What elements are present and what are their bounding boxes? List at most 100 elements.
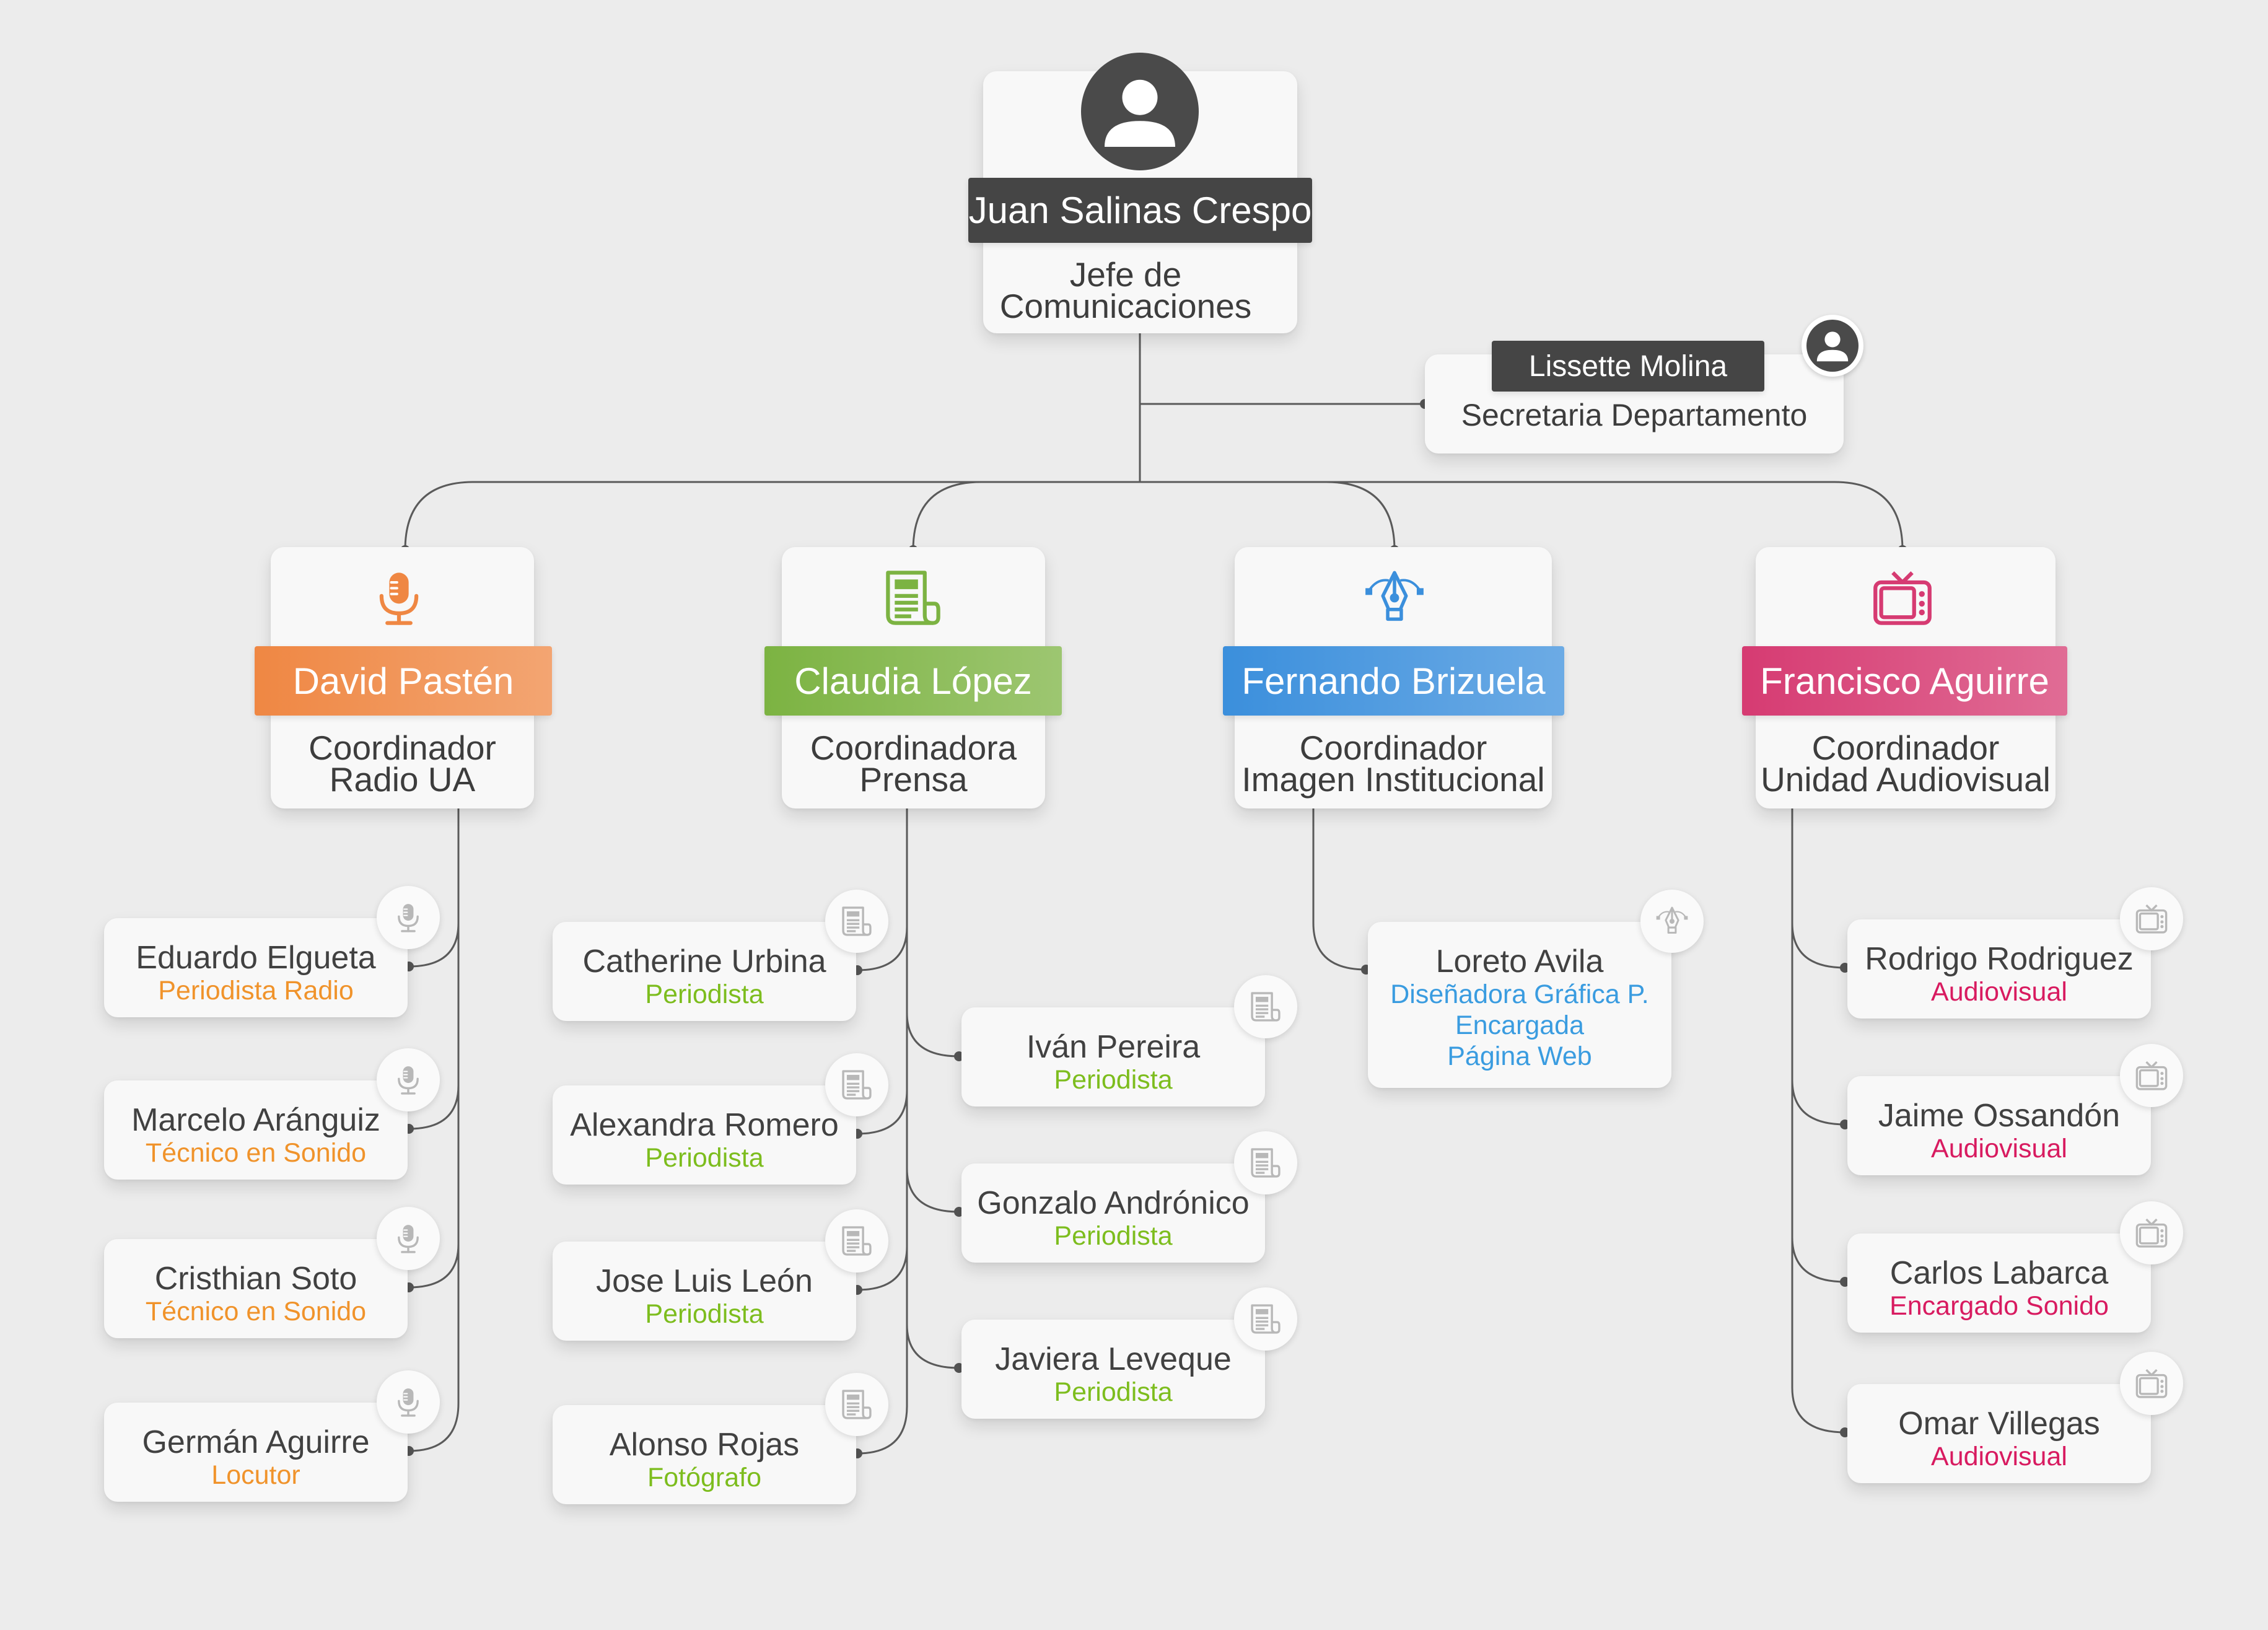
staff-role-line: Audiovisual xyxy=(1931,977,2067,1007)
microphone-icon xyxy=(365,564,433,632)
staff-role: Audiovisual xyxy=(1847,1441,2151,1472)
staff-role: Periodista xyxy=(553,979,856,1010)
staff-role-line: Periodista xyxy=(645,1143,764,1173)
staff-card: Germán Aguirre Locutor xyxy=(104,1403,408,1502)
coordinator-claudia-name: Claudia López xyxy=(794,660,1032,702)
staff-name: Omar Villegas xyxy=(1898,1406,2100,1442)
staff-role-line: Periodista Radio xyxy=(158,976,354,1006)
staff-badge-tv-icon xyxy=(2120,1201,2183,1264)
staff-name: Jose Luis León xyxy=(596,1263,813,1299)
staff-name: Cristhian Soto xyxy=(154,1261,357,1297)
staff-role-line: Periodista xyxy=(1054,1221,1173,1251)
tv-icon xyxy=(1868,564,1937,632)
staff-badge-tv-icon xyxy=(2120,1044,2183,1107)
staff-name: Carlos Labarca xyxy=(1889,1255,2109,1291)
staff-role: Fotógrafo xyxy=(553,1462,856,1493)
staff-name: Eduardo Elgueta xyxy=(136,940,376,976)
coordinator-david-name-band: David Pastén xyxy=(255,646,552,716)
staff-role-line: Fotógrafo xyxy=(647,1463,762,1492)
staff-card: Marcelo Aránguiz Técnico en Sonido xyxy=(104,1080,408,1180)
staff-role: Audiovisual xyxy=(1847,976,2151,1007)
staff-name: Alexandra Romero xyxy=(570,1107,839,1143)
connector-francisco-staff xyxy=(1791,807,1845,1434)
staff-role: Periodista xyxy=(961,1377,1265,1408)
connector-fernando-staff xyxy=(1312,807,1367,971)
coordinator-fernando-title: Coordinador Imagen Institucional xyxy=(1241,729,1545,799)
head-title: Jefe de Comunicaciones xyxy=(999,255,1252,325)
staff-badge-microphone-icon xyxy=(377,1048,440,1111)
staff-role: Periodista xyxy=(553,1299,856,1330)
staff-badge-microphone-icon xyxy=(377,886,440,949)
staff-role-line: Técnico en Sonido xyxy=(145,1297,367,1326)
coordinator-david-title: Coordinador Radio UA xyxy=(309,729,496,799)
coordinator-claudia-name-band: Claudia López xyxy=(764,646,1062,716)
staff-name: Alonso Rojas xyxy=(609,1427,800,1463)
staff-card: Alonso Rojas Fotógrafo xyxy=(553,1405,856,1504)
staff-card: Rodrigo Rodriguez Audiovisual xyxy=(1847,919,2151,1019)
staff-card: Carlos Labarca Encargado Sonido xyxy=(1847,1233,2151,1333)
staff-card: Alexandra Romero Periodista xyxy=(553,1085,856,1185)
newspaper-icon xyxy=(879,564,947,632)
staff-card: Gonzalo Andrónico Periodista xyxy=(961,1163,1265,1263)
head-name: Juan Salinas Crespo xyxy=(968,190,1312,231)
secretary-title: Secretaria Departamento xyxy=(1461,398,1808,432)
connector-claudia-staff xyxy=(857,807,908,1455)
staff-name: Gonzalo Andrónico xyxy=(977,1185,1250,1221)
staff-badge-newspaper-icon xyxy=(825,890,888,953)
staff-card: Loreto Avila Diseñadora Gráfica P.Encarg… xyxy=(1368,922,1671,1088)
coordinator-david-name: David Pastén xyxy=(292,660,514,702)
staff-card: Jaime Ossandón Audiovisual xyxy=(1847,1076,2151,1175)
staff-role: Periodista xyxy=(553,1142,856,1173)
coordinator-francisco-name: Francisco Aguirre xyxy=(1760,660,2049,702)
staff-badge-microphone-icon xyxy=(377,1207,440,1270)
staff-badge-newspaper-icon xyxy=(1234,1131,1297,1194)
secretary-avatar-icon xyxy=(1806,320,1859,372)
staff-card: Jose Luis León Periodista xyxy=(553,1242,856,1341)
staff-card: Javiera Leveque Periodista xyxy=(961,1320,1265,1419)
staff-name: Javiera Leveque xyxy=(995,1341,1232,1377)
head-name-band: Juan Salinas Crespo xyxy=(968,178,1312,243)
staff-role-line: Periodista xyxy=(645,979,764,1009)
staff-role: Periodista xyxy=(961,1220,1265,1251)
staff-role: Técnico en Sonido xyxy=(104,1296,408,1327)
staff-role-line: Periodista xyxy=(1054,1377,1173,1407)
staff-name: Loreto Avila xyxy=(1435,944,1604,979)
staff-badge-newspaper-icon xyxy=(1234,1287,1297,1351)
staff-card: Catherine Urbina Periodista xyxy=(553,922,856,1021)
staff-badge-tv-icon xyxy=(2120,887,2183,950)
pen-tool-icon xyxy=(1360,564,1429,632)
staff-name: Catherine Urbina xyxy=(582,944,826,979)
staff-badge-pen-tool-icon xyxy=(1640,890,1704,953)
connector-david-staff xyxy=(408,807,460,1452)
staff-badge-newspaper-icon xyxy=(825,1373,888,1436)
staff-role-line: Periodista xyxy=(645,1299,764,1329)
staff-name: Rodrigo Rodriguez xyxy=(1865,941,2134,977)
coordinator-francisco-name-band: Francisco Aguirre xyxy=(1742,646,2067,716)
staff-card: Omar Villegas Audiovisual xyxy=(1847,1384,2151,1483)
staff-role-line: Técnico en Sonido xyxy=(145,1138,367,1168)
coordinator-fernando-name-band: Fernando Brizuela xyxy=(1223,646,1564,716)
connector-branch-bar xyxy=(404,481,1904,551)
staff-badge-newspaper-icon xyxy=(825,1053,888,1116)
secretary-name: Lissette Molina xyxy=(1528,349,1728,383)
head-avatar-icon xyxy=(1081,53,1199,170)
connector-branch-claudia xyxy=(912,481,1396,551)
staff-badge-tv-icon xyxy=(2120,1352,2183,1415)
staff-role-line: Locutor xyxy=(211,1460,300,1490)
staff-role-line: Encargado Sonido xyxy=(1889,1291,2109,1321)
staff-name: Germán Aguirre xyxy=(142,1424,370,1460)
staff-role: Audiovisual xyxy=(1847,1133,2151,1164)
staff-card: Iván Pereira Periodista xyxy=(961,1007,1265,1106)
coordinator-francisco-title: Coordinador Unidad Audiovisual xyxy=(1761,729,2051,799)
staff-name: Iván Pereira xyxy=(1026,1029,1201,1065)
staff-role: Periodista Radio xyxy=(104,975,408,1006)
coordinator-fernando-name: Fernando Brizuela xyxy=(1241,660,1546,702)
staff-role-line: Periodista xyxy=(1054,1065,1173,1095)
staff-role: Encargado Sonido xyxy=(1847,1290,2151,1321)
staff-badge-newspaper-icon xyxy=(1234,975,1297,1038)
staff-role: Técnico en Sonido xyxy=(104,1137,408,1168)
staff-role-line: Audiovisual xyxy=(1931,1442,2067,1471)
coordinator-claudia-title: Coordinadora Prensa xyxy=(810,729,1017,799)
staff-role-line: Audiovisual xyxy=(1931,1134,2067,1163)
